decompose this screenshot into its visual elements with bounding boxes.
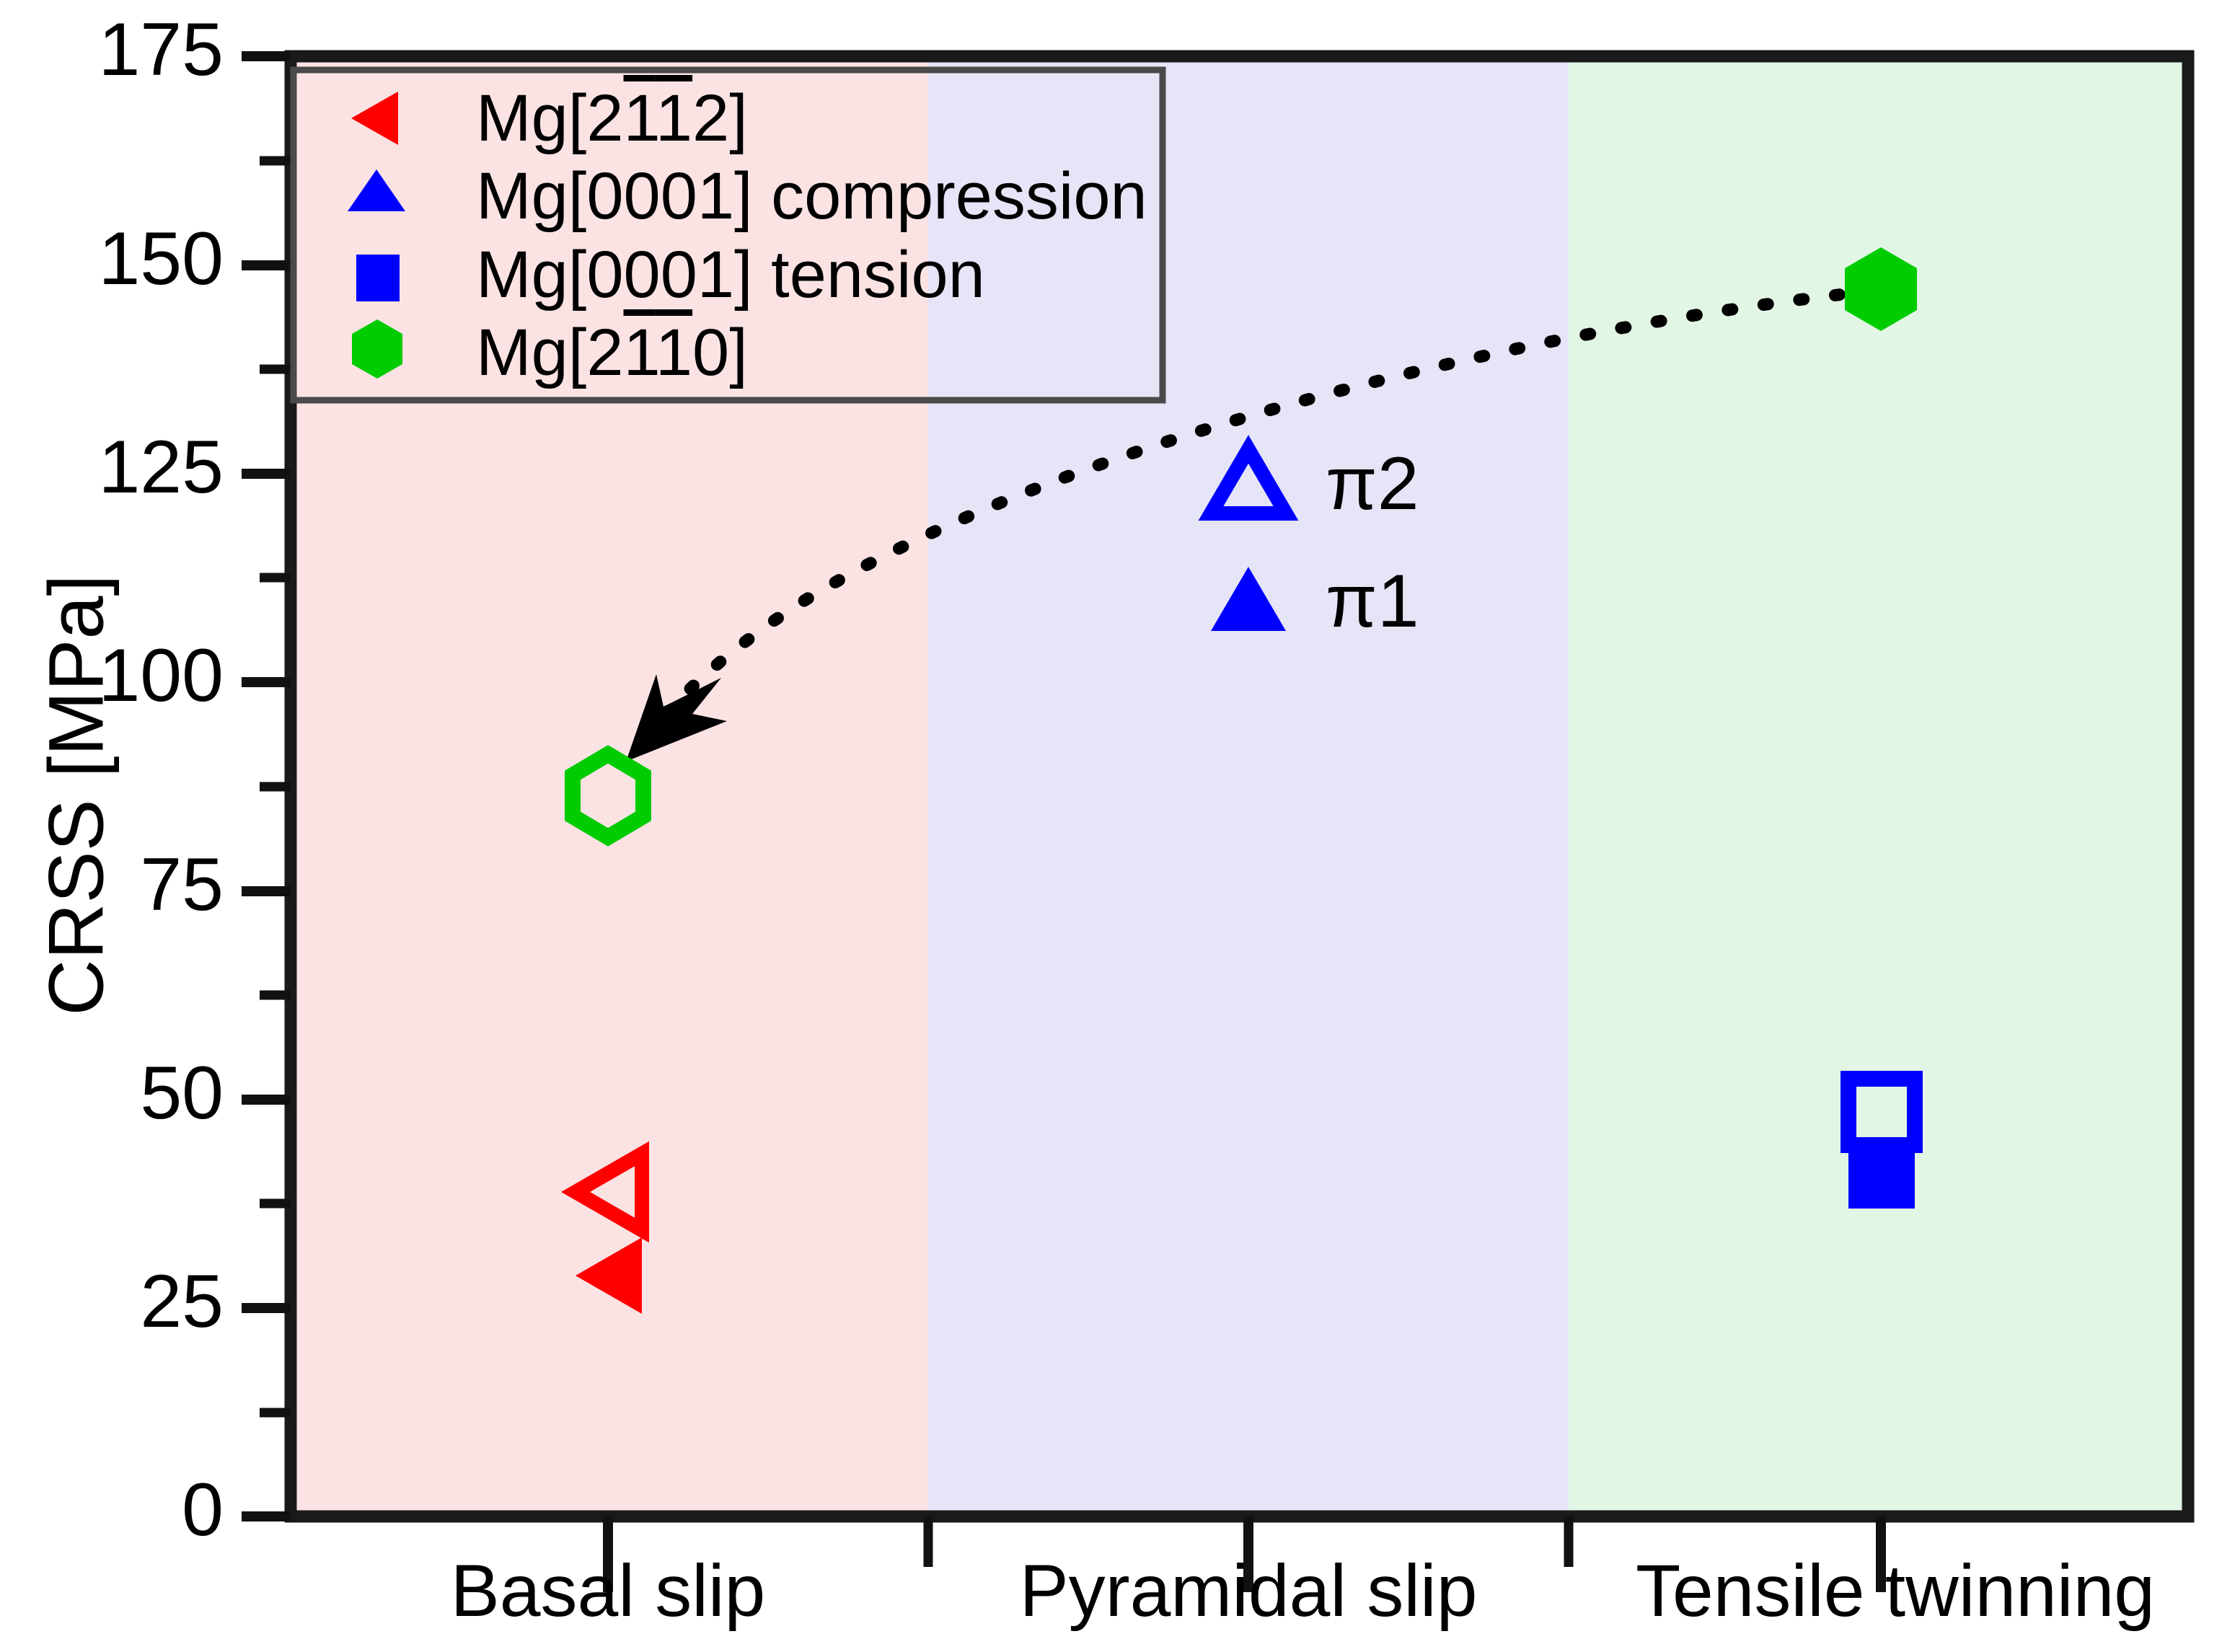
legend-entry-1-post: 2] — [692, 81, 748, 155]
legend-marker-square-filled — [356, 255, 400, 301]
y-major-ticks — [242, 51, 291, 1521]
annotation-label-pi1: π1 — [1326, 560, 1419, 643]
x-category-label-pyramidal-slip: Pyramidal slip — [1019, 1550, 1478, 1632]
legend-frame — [290, 66, 1166, 404]
marker-left-triangle-filled-basal — [576, 1237, 642, 1314]
marker-left-triangle-open-basal — [560, 1141, 649, 1243]
marker-up-triangle-open-pi2 — [1198, 435, 1299, 521]
legend-entry-label-3: Mg[0001] tension — [476, 237, 985, 313]
annotation-label-pi2: π2 — [1326, 442, 1419, 526]
x-category-label-basal-slip: Basal slip — [450, 1550, 766, 1632]
y-tick-label-125: 125 — [98, 425, 224, 509]
y-tick-label-150: 150 — [98, 217, 224, 301]
y-tick-label-75: 75 — [140, 843, 224, 927]
legend-entry-3-pre: Mg[0001] tension — [476, 238, 985, 312]
x-category-label-tensile-twinning: Tensile twinning — [1635, 1550, 2156, 1632]
y-minor-ticks — [260, 156, 291, 1418]
band-pyramidal-slip — [928, 58, 1569, 1516]
y-tick-label-25: 25 — [140, 1260, 224, 1343]
legend-entry-1-pre: Mg[2 — [476, 81, 624, 155]
trend-arrow-head — [626, 674, 727, 761]
marker-square-filled-twinning — [1848, 1142, 1915, 1209]
legend-entry-4-pre: Mg[2 — [476, 316, 624, 389]
legend-entry-label-4: Mg[2110] — [476, 315, 748, 391]
legend-entry-4-bar2: 1 — [655, 316, 693, 389]
legend-entry-1-bar2: 1 — [655, 81, 693, 155]
legend-marker-left-triangle-filled — [351, 92, 398, 145]
legend-entry-4-post: 0] — [692, 316, 748, 389]
marker-hexagon-filled-twinning — [1845, 247, 1917, 331]
legend-marker-hexagon-filled — [352, 319, 402, 379]
trend-arrow-path — [638, 284, 1882, 743]
legend-entry-4-bar1: 1 — [623, 316, 656, 389]
marker-hexagon-open-basal — [565, 745, 651, 847]
legend-entry-1-bar1: 1 — [623, 81, 656, 155]
y-tick-label-50: 50 — [140, 1051, 224, 1135]
x-ticks — [603, 1516, 1886, 1592]
marker-up-triangle-filled-pi1 — [1211, 567, 1286, 631]
y-tick-label-175: 175 — [98, 8, 224, 92]
y-tick-label-0: 0 — [182, 1468, 224, 1552]
legend-box — [290, 66, 1166, 404]
data-markers — [560, 247, 1923, 1314]
legend-entry-2-pre: Mg[0001] compression — [476, 159, 1147, 233]
legend-entry-label-2: Mg[0001] compression — [476, 159, 1147, 234]
background-bands — [291, 58, 2194, 1516]
trend-arrow — [626, 284, 1882, 761]
legend-entry-label-1: Mg[2112] — [476, 81, 748, 156]
legend-marker-up-triangle-filled — [348, 169, 405, 211]
annotation-markers — [1198, 435, 1299, 631]
y-tick-label-100: 100 — [98, 634, 224, 717]
